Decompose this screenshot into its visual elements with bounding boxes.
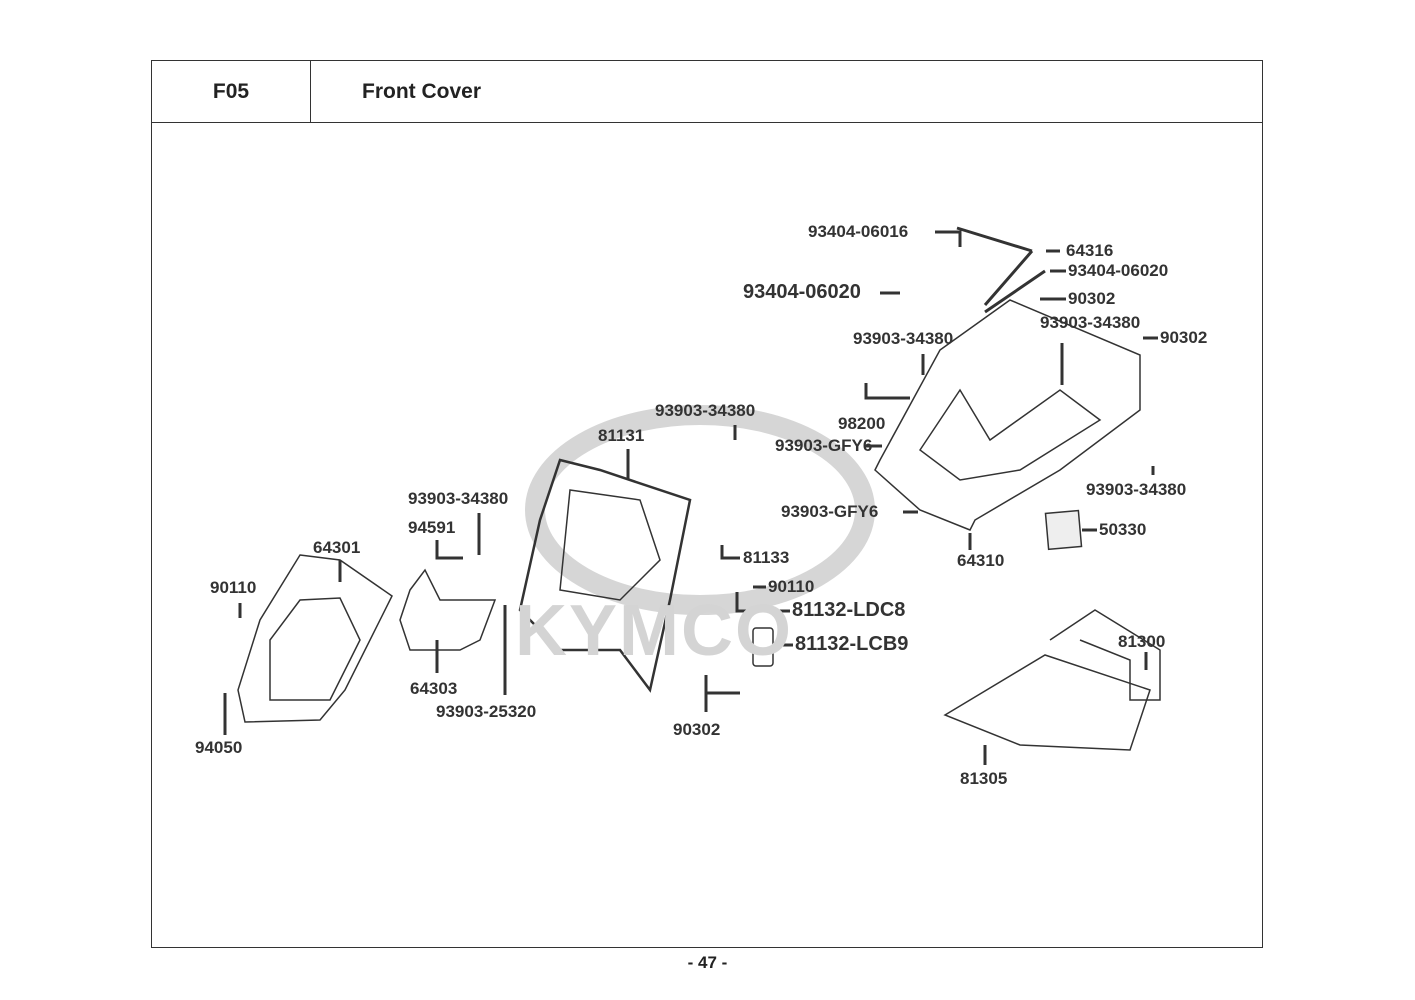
part-label: 90110 — [210, 578, 257, 597]
diagram-frame — [151, 122, 1263, 948]
leader-line — [956, 226, 1060, 306]
part-label: 50330 — [1099, 520, 1147, 539]
part-label: 90302 — [1068, 289, 1116, 308]
part-81300-bracket — [1049, 609, 1161, 701]
part-64310-floor-panel-detail — [918, 388, 1102, 481]
part-64303-panel — [399, 568, 497, 651]
part-label: 81131 — [598, 426, 645, 445]
page-number: - 47 - — [687, 953, 728, 972]
part-50330-pad — [1044, 509, 1083, 551]
part-label: 94050 — [195, 738, 243, 757]
part-label: 93903-34380 — [1086, 480, 1187, 499]
part-label: 93903-34380 — [408, 489, 509, 508]
part-label: 81300 — [1118, 632, 1166, 651]
leader-line — [720, 545, 740, 560]
part-label: 64303 — [410, 679, 458, 698]
part-label: 93903-34380 — [853, 329, 954, 348]
part-label: 90302 — [673, 720, 721, 739]
part-label: 90110 — [768, 577, 815, 596]
part-64310-floor-panel — [874, 299, 1141, 531]
page-title: Front Cover — [362, 80, 482, 103]
part-label: 81132-LCB9 — [795, 633, 909, 655]
header-box: F05 Front Cover — [151, 60, 1263, 123]
leader-line — [935, 230, 962, 247]
part-outlines — [237, 299, 1161, 751]
part-81131-inner-cover-detail — [559, 489, 661, 601]
part-label: 98200 — [838, 414, 886, 433]
part-81132-lcb9-plate — [752, 627, 774, 667]
section-code: F05 — [152, 61, 311, 123]
part-label: 93404-06020 — [1068, 261, 1169, 280]
part-81131-inner-cover — [518, 458, 692, 693]
part-label: 93903-GFY6 — [781, 502, 879, 521]
part-label: 64316 — [1066, 241, 1114, 260]
part-label: 81132-LDC8 — [792, 599, 906, 621]
part-label: 81305 — [960, 769, 1008, 788]
part-64301-front-cover-detail — [269, 597, 361, 701]
part-label: 94591 — [408, 518, 456, 537]
part-label: 64310 — [957, 551, 1005, 570]
part-label: 90302 — [1160, 328, 1208, 347]
watermark-logo: KYMCO — [515, 591, 793, 671]
part-label: 93903-34380 — [655, 401, 756, 420]
part-label: 81133 — [743, 548, 790, 567]
part-label: 64301 — [313, 538, 361, 557]
leader-line — [984, 269, 1066, 314]
watermark-logo-ring — [525, 405, 875, 615]
part-label: 93404-06020 — [743, 281, 861, 303]
leader-lines — [223, 226, 1158, 765]
part-label: 93903-GFY6 — [775, 436, 873, 455]
part-label: 93903-25320 — [436, 702, 537, 721]
leader-line — [435, 540, 463, 560]
part-label: 93903-34380 — [1040, 313, 1141, 332]
leader-line — [735, 592, 790, 613]
part-label: 93404-06016 — [808, 222, 909, 241]
leader-line — [864, 383, 910, 400]
leader-line — [704, 675, 740, 712]
part-64301-front-cover — [237, 554, 393, 723]
part-81305-floor-mat — [943, 654, 1151, 751]
